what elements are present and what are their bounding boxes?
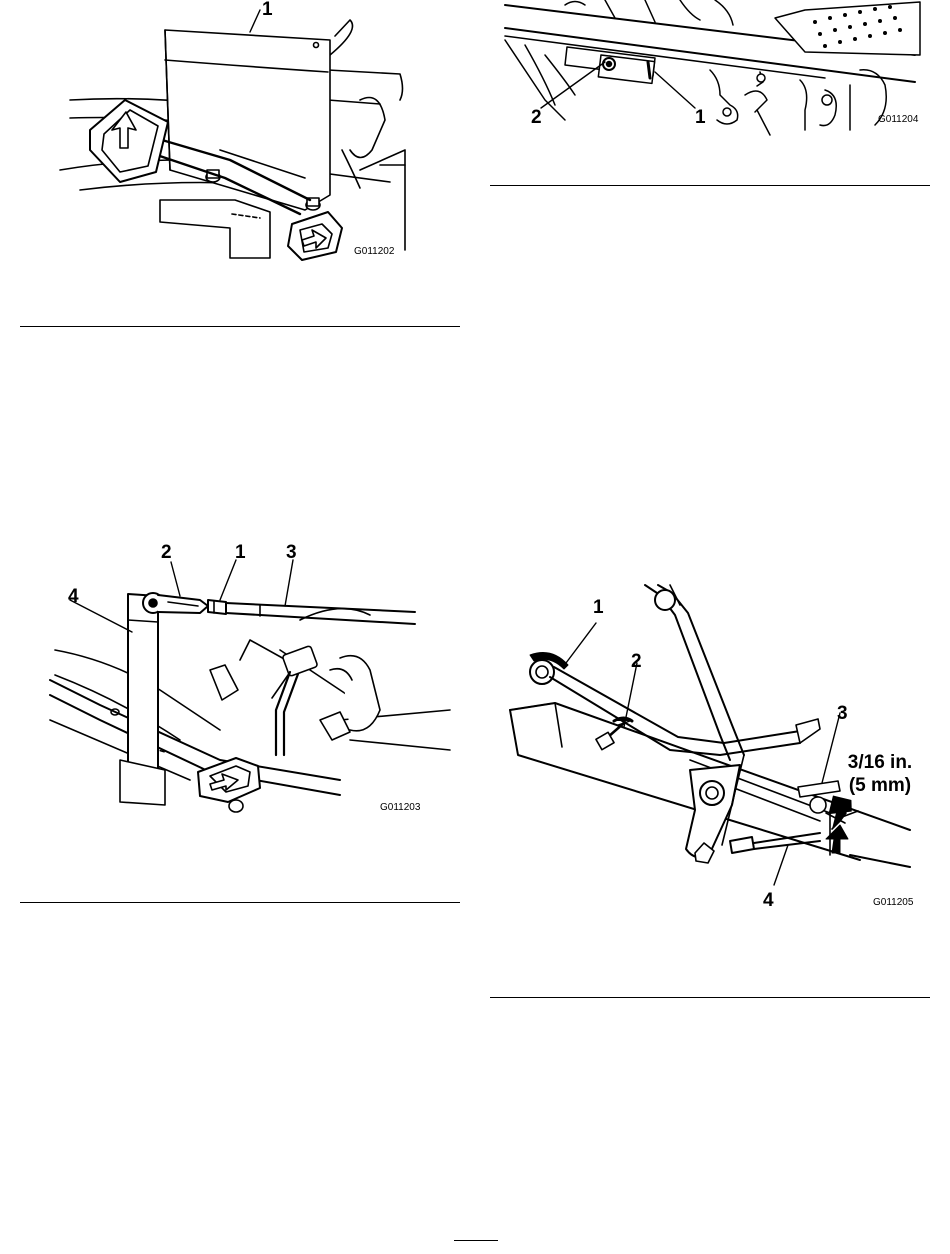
- callout-1: 1: [235, 543, 246, 562]
- figure-g011204-drawing: [505, 0, 925, 135]
- callout-2: 2: [631, 652, 642, 671]
- section-divider: [20, 326, 460, 327]
- callout-4: 4: [68, 587, 79, 606]
- figure-g011202: 1 G011202: [60, 0, 460, 280]
- callout-1: 1: [262, 0, 273, 19]
- figure-g011203: 4 2 1 3 G011203: [40, 540, 450, 830]
- callout-4: 4: [763, 891, 774, 910]
- figure-g011203-drawing: [40, 540, 450, 830]
- figure-code: G011203: [380, 803, 420, 813]
- callout-3: 3: [286, 543, 297, 562]
- figure-g011202-drawing: [60, 0, 460, 280]
- figure-g011204: 2 1 G011204: [505, 0, 925, 135]
- figure-code: G011204: [878, 115, 918, 125]
- section-divider: [490, 997, 930, 998]
- section-divider: [490, 185, 930, 186]
- figure-code: G011202: [354, 247, 394, 257]
- callout-2: 2: [531, 108, 542, 127]
- figure-code: G011205: [873, 898, 913, 908]
- footer-rule: [454, 1240, 498, 1241]
- callout-1: 1: [695, 108, 706, 127]
- callout-1: 1: [593, 598, 604, 617]
- dimension-label: 3/16 in. (5 mm): [830, 752, 930, 798]
- callout-2: 2: [161, 543, 172, 562]
- figure-g011205-drawing: [500, 585, 920, 915]
- figure-g011205: 1 2 3 4 G011205: [500, 585, 920, 915]
- callout-3: 3: [837, 704, 848, 723]
- section-divider: [20, 902, 460, 903]
